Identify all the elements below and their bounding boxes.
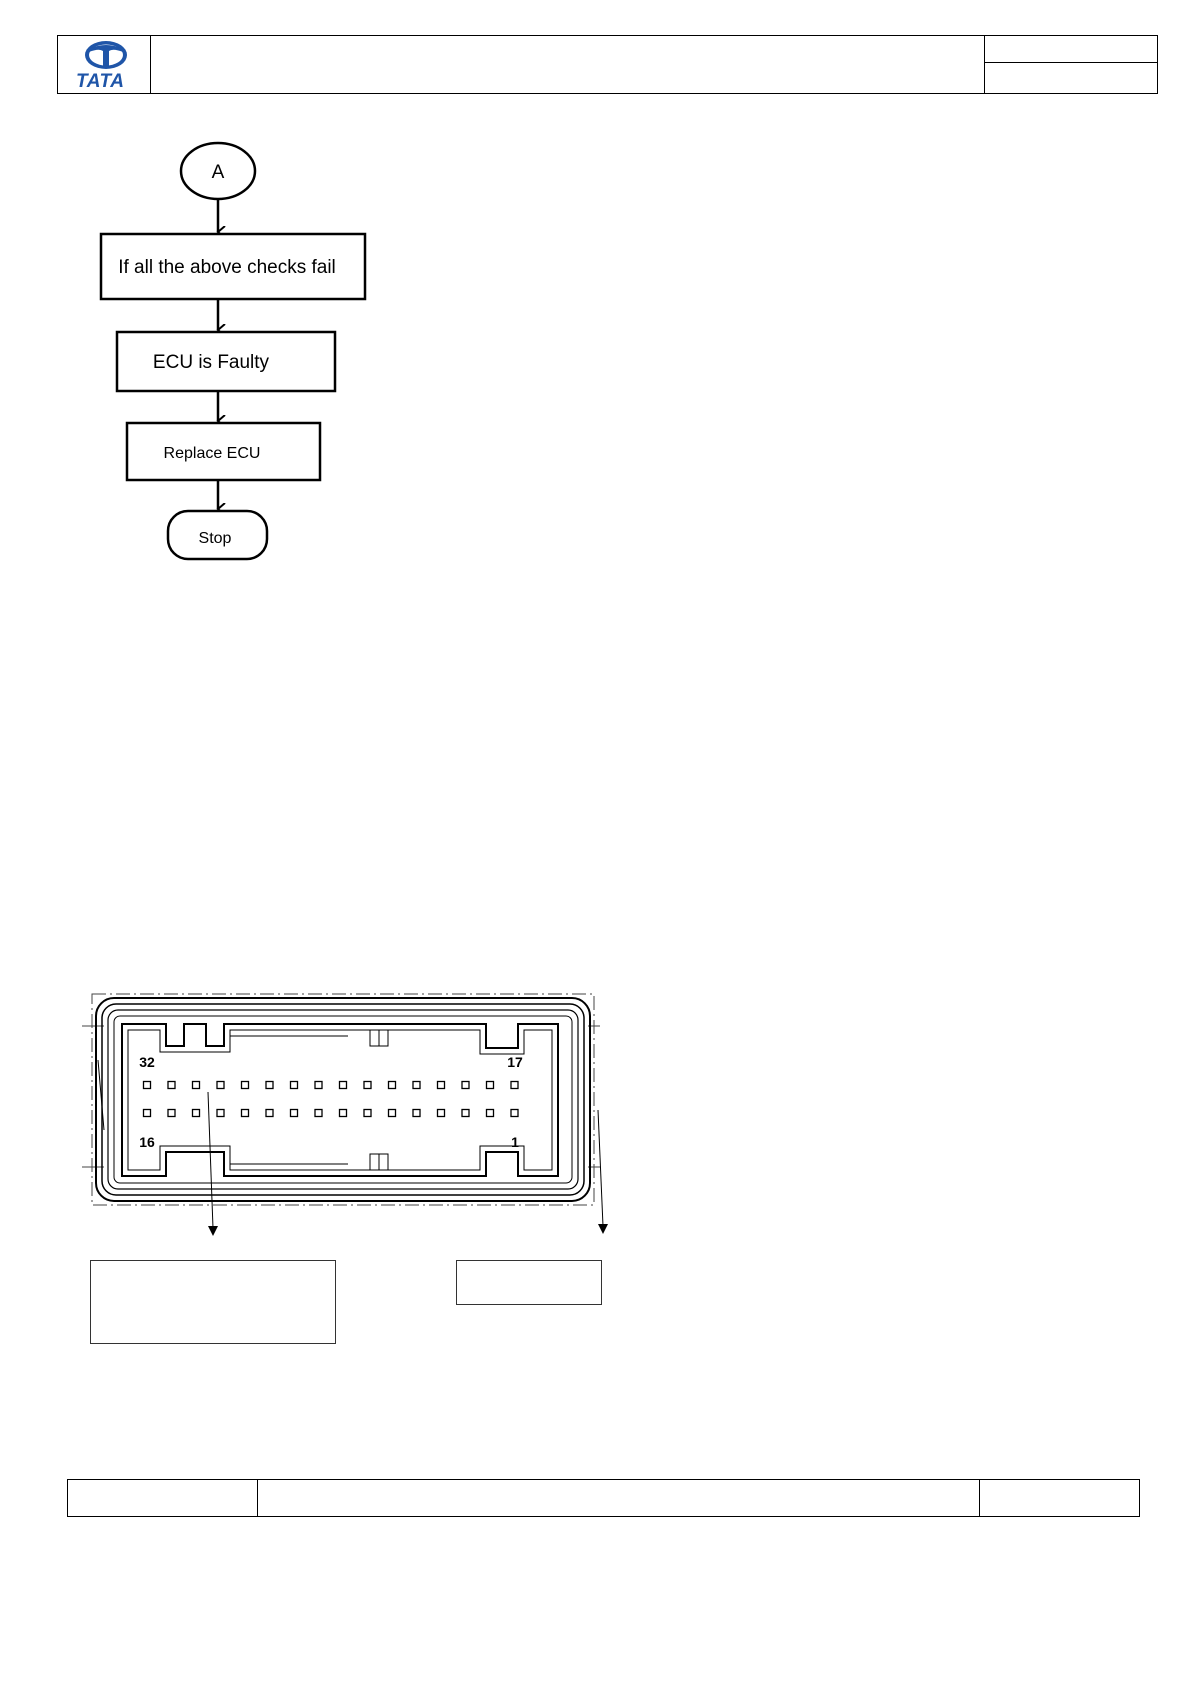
connector-pin	[510, 1080, 519, 1090]
pin-row-top	[142, 1080, 519, 1090]
connector-pin	[216, 1080, 225, 1090]
pin-label-16: 16	[139, 1134, 155, 1150]
connector-pin	[387, 1108, 397, 1118]
step-replace-ecu-label: Replace ECU	[164, 445, 261, 462]
page-footer	[67, 1479, 1140, 1517]
connector-pin	[363, 1080, 372, 1090]
connector-pin	[387, 1080, 397, 1090]
connector-pin	[289, 1108, 299, 1118]
pin-label-32: 32	[139, 1054, 155, 1070]
stop-label: Stop	[199, 530, 232, 547]
footer-right-cell	[979, 1480, 1139, 1516]
connector-pin	[510, 1108, 519, 1118]
housing-callout-box	[456, 1260, 602, 1305]
logo-cell: TATA	[58, 36, 151, 93]
connector-pin	[412, 1108, 421, 1118]
connector-pin	[216, 1108, 225, 1118]
footer-left-cell	[68, 1480, 258, 1516]
connector-pin	[314, 1108, 323, 1118]
page-header: TATA	[57, 35, 1158, 94]
connector-pin	[436, 1108, 446, 1118]
tata-logo-icon	[85, 41, 127, 69]
pin-row-bottom	[142, 1108, 519, 1118]
connector-pin	[436, 1080, 446, 1090]
connector-pin	[412, 1080, 421, 1090]
stop-terminator: Stop	[166, 509, 269, 561]
pin-label-1: 1	[511, 1134, 519, 1150]
connector-pin	[338, 1080, 348, 1090]
connector-pin	[142, 1080, 152, 1090]
connector-pin	[289, 1080, 299, 1090]
connector-pin	[167, 1080, 176, 1090]
start-connector: A	[179, 141, 257, 201]
connector-pin	[461, 1080, 470, 1090]
step-replace-ecu: Replace ECU	[125, 421, 322, 482]
connector-pin	[167, 1108, 176, 1118]
callout-leader-pin	[207, 1091, 214, 1229]
step-ecu-faulty-label: ECU is Faulty	[153, 352, 270, 373]
connector-pin	[240, 1080, 250, 1090]
header-info-cell	[984, 36, 1157, 93]
pin-callout-box	[90, 1260, 336, 1344]
connector-pin	[338, 1108, 348, 1118]
connector-pin	[485, 1080, 495, 1090]
connector-pin	[265, 1108, 274, 1118]
logo-wordmark: TATA	[76, 71, 125, 92]
connector-pin	[191, 1108, 201, 1118]
start-connector-label: A	[212, 162, 225, 183]
connector-pin	[363, 1108, 372, 1118]
connector-pin	[265, 1080, 274, 1090]
connector-pin	[314, 1080, 323, 1090]
step-checks-fail: If all the above checks fail	[99, 232, 367, 301]
flowchart: A If all the above checks fail ECU is Fa…	[99, 141, 367, 561]
callout-leader-housing	[597, 1109, 604, 1227]
connector-pin	[191, 1080, 201, 1090]
connector-pin	[485, 1108, 495, 1118]
step-checks-fail-label: If all the above checks fail	[118, 257, 336, 278]
header-info-divider	[985, 62, 1157, 63]
connector-pin	[461, 1108, 470, 1118]
connector-pin	[240, 1108, 250, 1118]
ecu-connector-diagram: 32 17 16 1	[82, 993, 608, 1236]
pin-label-17: 17	[507, 1054, 523, 1070]
connector-pin	[142, 1108, 152, 1118]
step-ecu-faulty: ECU is Faulty	[115, 330, 337, 393]
